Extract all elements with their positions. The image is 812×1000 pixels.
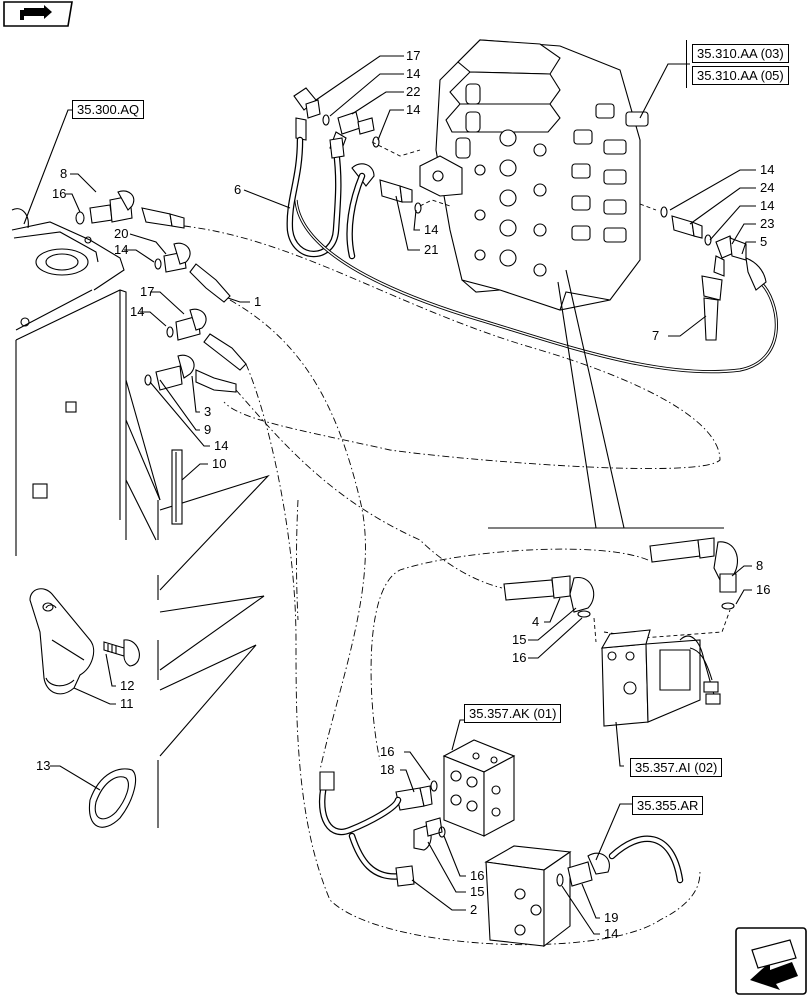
callout-2: 2: [470, 902, 477, 917]
callout-16-lower-b: 16: [470, 868, 484, 883]
next-page-icon[interactable]: [735, 927, 807, 995]
callout-20: 20: [114, 226, 128, 241]
ref-link-35-310-aa-05[interactable]: 35.310.AA (05): [692, 66, 789, 85]
ref-link-35-357-ai-02[interactable]: 35.357.AI (02): [630, 758, 723, 777]
callout-16-left: 16: [52, 186, 66, 201]
hydraulic-tank: [11, 208, 161, 556]
previous-page-icon[interactable]: [3, 1, 73, 27]
hose-part-6: [286, 136, 345, 258]
callout-11: 11: [120, 696, 134, 711]
support-lines: [157, 474, 270, 828]
callout-14-top-c: 14: [424, 222, 438, 237]
callout-7: 7: [652, 328, 659, 343]
lower-fittings-4: [503, 575, 595, 618]
callout-17-left: 17: [140, 284, 154, 299]
callout-24: 24: [760, 180, 774, 195]
callout-14-lower: 14: [604, 926, 618, 941]
valve-block-355-ar: [484, 835, 684, 948]
callout-14-left-c: 14: [214, 438, 228, 453]
callout-8-left: 8: [60, 166, 67, 181]
valve-block-357-ak: [442, 739, 516, 837]
callout-8-right: 8: [756, 558, 763, 573]
callout-14-top-a: 14: [406, 66, 420, 81]
callout-16-lower-a: 16: [380, 744, 394, 759]
o-ring-part-13: [88, 768, 137, 828]
callout-14-top-b: 14: [406, 102, 420, 117]
leader-lines-valve: [488, 269, 724, 529]
callout-16-right-b: 16: [512, 650, 526, 665]
callout-9: 9: [204, 422, 211, 437]
callout-10: 10: [212, 456, 226, 471]
callout-14-left-a: 14: [114, 242, 128, 257]
control-valve-block: [419, 39, 649, 311]
left-fittings: [75, 190, 247, 393]
callout-1: 1: [254, 294, 261, 309]
ref-link-35-310-aa-03[interactable]: 35.310.AA (03): [692, 44, 789, 63]
valve-block-357-ai: [600, 629, 721, 727]
callout-16-right-a: 16: [756, 582, 770, 597]
callout-19: 19: [604, 910, 618, 925]
callout-labels: 17 14 22 14 6 21 14 14 24 14 23 5 7 8 16…: [36, 48, 774, 941]
hose-part-2: [318, 771, 415, 887]
callout-5: 5: [760, 234, 767, 249]
lower-fittings-8: [649, 537, 738, 610]
fitting-18: [395, 780, 446, 851]
bolt-part-12: [103, 639, 140, 667]
ref-link-35-300-aq[interactable]: 35.300.AQ: [72, 100, 145, 119]
callout-6: 6: [234, 182, 241, 197]
bracket-part-11: [29, 588, 95, 695]
hose-part-21: [346, 172, 366, 260]
callout-12: 12: [120, 678, 134, 693]
callout-18: 18: [380, 762, 394, 777]
routing-lines: [183, 141, 731, 946]
long-pipe: [294, 199, 778, 374]
callout-21: 21: [424, 242, 438, 257]
callout-17-top: 17: [406, 48, 420, 63]
ref-link-35-357-ak-01[interactable]: 35.357.AK (01): [464, 704, 562, 723]
callout-14-right-a: 14: [760, 162, 774, 177]
callout-23: 23: [760, 216, 774, 231]
callout-22: 22: [406, 84, 420, 99]
callout-13: 13: [36, 758, 50, 773]
callout-4: 4: [532, 614, 539, 629]
right-fittings: [660, 206, 767, 341]
ref-group-bracket: [686, 40, 795, 88]
strip-part-10: [171, 449, 183, 525]
callout-15-b: 15: [470, 884, 484, 899]
ref-link-35-355-ar[interactable]: 35.355.AR: [632, 796, 704, 815]
callout-3: 3: [204, 404, 211, 419]
callout-14-left-b: 14: [130, 304, 144, 319]
callout-14-right-b: 14: [760, 198, 774, 213]
callout-15-a: 15: [512, 632, 526, 647]
